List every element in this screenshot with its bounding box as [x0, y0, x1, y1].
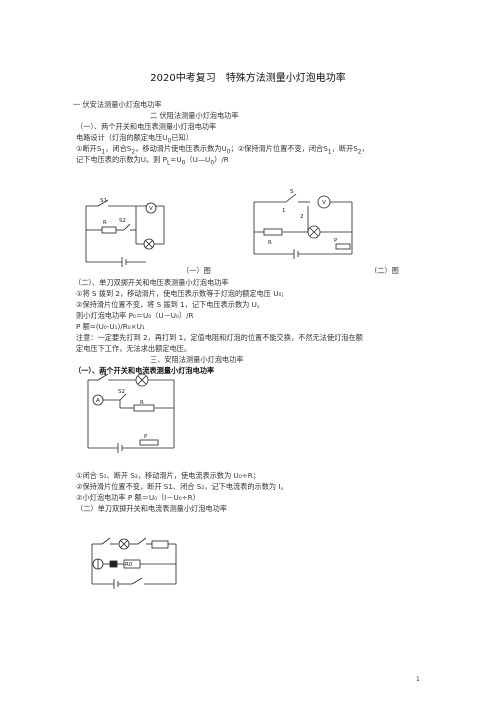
label-s2: S2	[118, 389, 125, 395]
s2-line-3: 则小灯泡电功率 P₀＝U₀（U－U₀）/R	[76, 311, 194, 320]
label-s1: S1	[100, 198, 107, 204]
figure-2-caption: （二）图	[370, 266, 399, 275]
s3-line-2: ②保持滑片位置不变，断开 S1、闭合 S₂，记下电流表的示数为 I。	[76, 482, 288, 491]
label-a: A	[96, 398, 100, 404]
label-s: S	[290, 189, 294, 195]
steps-line-1: ①断开S1，闭合S2，移动滑片使电压表示数为U0；②保持滑片位置不变，闭合S1，…	[76, 144, 369, 156]
label-p: P	[334, 238, 338, 244]
s2-note-1: 注意：一定要先打到 2，再打到 1，定值电阻和灯泡的位置不能交换，不然无法使灯泡…	[76, 333, 363, 342]
steps-line-2: 记下电压表的示数为U。则 PL=U0（U—U0）/R	[76, 155, 229, 167]
label-r: R	[103, 220, 107, 226]
switch-block	[109, 560, 118, 568]
switch-s2	[123, 223, 131, 231]
label-p: P	[144, 434, 148, 440]
s3-line-4: （二）单刀双掷开关和电流表测量小灯泡电功率	[76, 504, 227, 513]
s3-line-1: ①闭合 S₁、断开 S₂，移动滑片，使电流表示数为 U₀÷R；	[76, 471, 260, 480]
rheostat	[335, 243, 351, 250]
resistor-r	[263, 228, 283, 236]
label-r: R	[268, 240, 272, 246]
label-2: 2	[300, 214, 304, 220]
s2-line-1: ①将 S 拨到 2，移动滑片，使电压表示数等于灯泡的额定电压 U₀;	[76, 289, 284, 298]
page-number: 1	[416, 676, 420, 683]
figure-1-caption: （一）图	[182, 266, 211, 275]
section-heading-2: 二 伏阻法测量小灯泡电功率	[150, 111, 239, 120]
section-heading-1: 一 伏安法测量小灯泡电功率	[73, 100, 162, 109]
label-v: V	[149, 206, 153, 212]
s2-note-2: 定电压下工作，无法求出额定电压。	[76, 344, 192, 353]
label-1: 1	[282, 208, 286, 214]
s2-line-4: P 额=(U₀-U₁)/R₀×U₁	[76, 322, 145, 331]
switch-s1	[97, 199, 109, 207]
switch-s1	[97, 373, 109, 381]
label-r: R	[140, 400, 144, 406]
section-heading-3: 三、安阻法测量小灯泡电功率	[150, 355, 244, 364]
resistor	[151, 540, 169, 549]
switch-s	[131, 577, 143, 585]
label-s1: S1	[100, 371, 107, 377]
circuit-figure-3: S1 A S2 R P	[87, 371, 175, 453]
s3-line-3: ②小灯泡电功率 P 额＝U₀（I－U₀÷R）	[76, 493, 200, 502]
rheostat	[139, 439, 159, 446]
subsection-heading-2: （二）、单刀双掷开关和电压表测量小灯泡电功率	[74, 278, 229, 287]
switch-s1	[101, 537, 111, 545]
resistor-r	[133, 404, 155, 412]
subsection-heading-3: （一）、两个开关和电流表测量小灯泡电功率	[74, 366, 215, 375]
s2-line-2: ②保持滑片位置不变，将 S 拨到 1，记下电压表示数为 U。	[76, 300, 265, 309]
switch-s2	[119, 393, 127, 401]
label-s2: S2	[119, 218, 126, 224]
label-v: V	[322, 200, 326, 206]
label-r0: R0	[125, 562, 133, 568]
circuit-figure-1: S1 V R S2	[85, 198, 165, 267]
page-title: 2020中考复习 特殊方法测量小灯泡电功率	[150, 73, 346, 84]
circuit-figure-2: S 1 2 V R P	[253, 189, 353, 259]
switch-s	[285, 193, 297, 203]
voltmeter-icon	[145, 202, 157, 214]
circuit-figure-4: R0	[91, 537, 177, 589]
resistor-r	[101, 226, 117, 234]
subsection-heading: （一）、两个开关和电压表测量小灯泡电功率	[76, 122, 217, 131]
circuit-design-text: 电路设计（灯泡的额定电压U0已知）	[76, 133, 193, 145]
